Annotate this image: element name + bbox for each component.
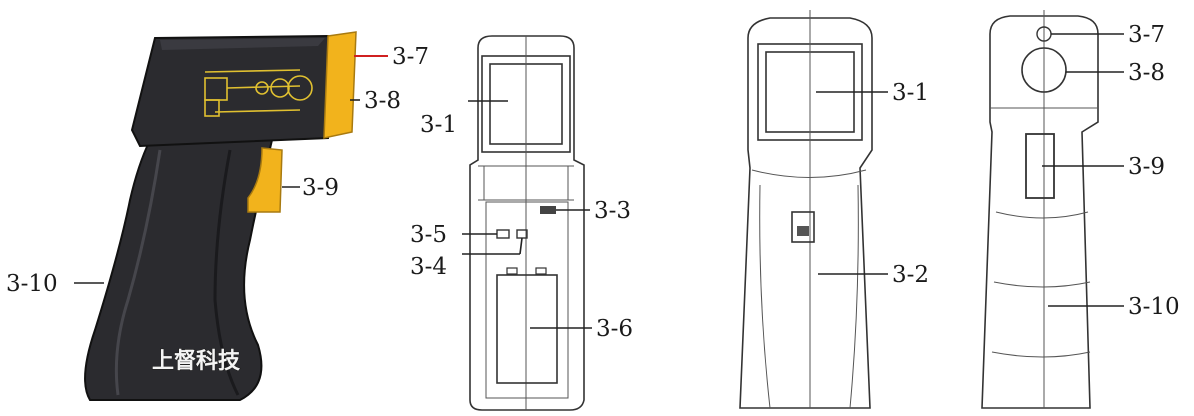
photo-head-top	[160, 38, 325, 50]
side-connector	[791, 211, 815, 243]
leader-front-3-4-b	[519, 237, 523, 255]
label-photo-3-8: 3-8	[364, 88, 401, 114]
front-battery-terminal-left	[506, 267, 518, 275]
photo-grip	[84, 139, 274, 401]
photo-trigger	[247, 147, 283, 213]
front-panel	[485, 201, 569, 399]
back-view-sketch	[981, 10, 1099, 409]
label-side-3-2: 3-2	[892, 262, 929, 288]
thermometer-photo	[84, 31, 357, 401]
side-outline	[739, 17, 873, 409]
front-outline	[469, 35, 585, 411]
label-photo-3-10: 3-10	[6, 271, 58, 297]
side-contour-2	[759, 184, 771, 409]
label-side-3-1: 3-1	[892, 80, 929, 106]
front-switch-3-5	[496, 229, 510, 239]
side-contour-3	[849, 184, 859, 409]
front-battery-terminal-right	[535, 267, 547, 275]
label-front-3-3: 3-3	[594, 198, 631, 224]
label-front-3-1: 3-1	[420, 112, 457, 138]
label-front-3-6: 3-6	[596, 316, 633, 342]
front-view-sketch	[469, 35, 585, 411]
back-contour-2	[993, 281, 1091, 288]
side-connector-inner	[797, 226, 809, 236]
label-back-3-8: 3-8	[1128, 60, 1165, 86]
front-switch-3-3	[540, 206, 556, 214]
side-view-sketch	[739, 10, 873, 409]
side-contour-1	[751, 169, 867, 178]
watermark: 上督科技	[152, 348, 241, 374]
front-battery-compartment	[496, 274, 558, 384]
back-lens-3-8	[1021, 47, 1067, 93]
label-photo-3-9: 3-9	[302, 175, 339, 201]
photo-print	[204, 69, 313, 117]
part-labels: 3-7 3-8 3-9 3-10 3-1 3-3 3-5 3-4 3-6 3-1…	[6, 22, 1180, 342]
leader-lines	[74, 33, 1124, 329]
label-photo-3-7: 3-7	[392, 44, 429, 70]
photo-grip-ridge	[114, 149, 162, 396]
label-front-3-5: 3-5	[410, 222, 447, 248]
photo-grip-ridge-2	[213, 149, 240, 396]
back-outline	[981, 15, 1099, 409]
back-contour-1	[995, 211, 1089, 219]
label-front-3-4: 3-4	[410, 254, 447, 280]
photo-front-cap	[323, 31, 357, 139]
label-back-3-7: 3-7	[1128, 22, 1165, 48]
label-back-3-10: 3-10	[1128, 294, 1180, 320]
back-contour-3	[991, 351, 1091, 358]
photo-head	[130, 34, 336, 148]
label-back-3-9: 3-9	[1128, 154, 1165, 180]
